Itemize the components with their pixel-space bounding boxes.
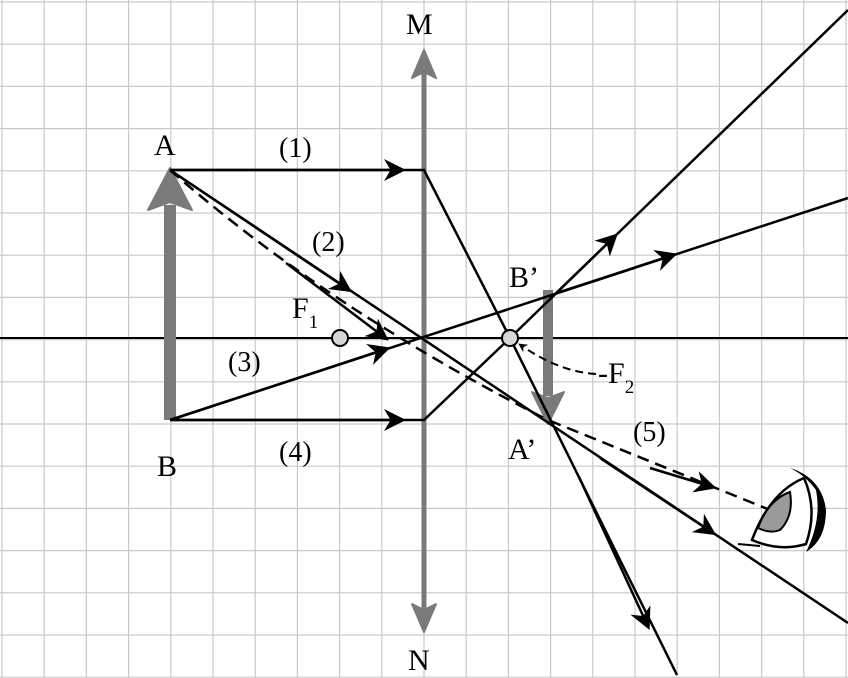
focal-points (331, 329, 519, 347)
label-n: N (408, 644, 430, 677)
rays (169, 9, 848, 676)
label-ray-4: (4) (279, 437, 312, 468)
label-f1: F1 (292, 292, 318, 333)
eye-icon (737, 468, 826, 552)
object-ab (147, 167, 193, 420)
label-b: B (157, 450, 177, 483)
label-a: A (154, 129, 176, 162)
ray-5 (169, 169, 771, 512)
label-m: M (406, 8, 433, 41)
focal-point-f2 (501, 329, 519, 347)
label-f2: -F2 (598, 357, 634, 398)
label-b-prime: B’ (509, 261, 539, 294)
label-ray-1: (1) (279, 133, 312, 164)
label-a-prime: A’ (508, 433, 536, 466)
label-ray-3: (3) (228, 347, 261, 378)
label-ray-2: (2) (312, 227, 345, 258)
f2-pointer (518, 343, 597, 375)
labels: M N A B B’ A’ F1 -F2 (1) (2) (3) (4) (5) (154, 8, 666, 677)
image-a-prime-b-prime (531, 290, 565, 425)
label-ray-5: (5) (633, 417, 666, 448)
focal-point-f1 (331, 329, 349, 347)
